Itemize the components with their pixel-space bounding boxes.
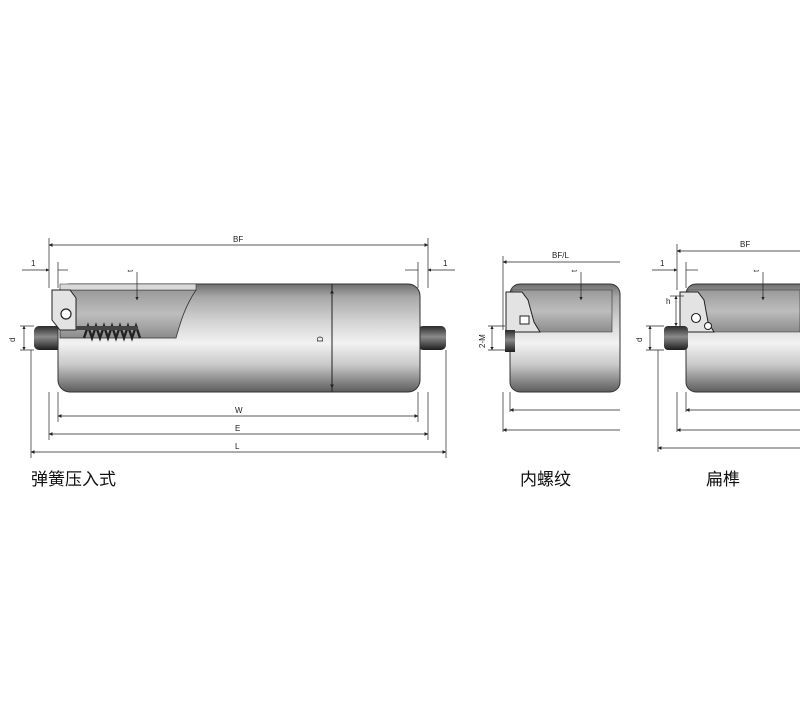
spring-roller-bearing-ball [60, 308, 72, 320]
flat-roller-gap-label: 1 [660, 259, 665, 268]
flat-roller-h-label: h [666, 297, 670, 306]
thread-roller: BF/L t 2-M [478, 251, 621, 432]
spring-roller-inner-shaft [76, 326, 138, 330]
spring-roller-gap-right-label: 1 [443, 259, 448, 268]
thread-roller-BF-label: BF/L [552, 251, 569, 260]
spring-roller-t-label: t [126, 269, 135, 272]
flat-roller-shaft [664, 326, 688, 350]
thread-roller-bearing-ball [519, 315, 530, 325]
caption-internal-thread: 内螺纹 [520, 470, 571, 490]
spring-roller-wall [59, 283, 197, 291]
spring-roller-L-label: L [235, 442, 240, 451]
caption-spring-loaded: 弹簧压入式 [31, 470, 116, 490]
thread-roller-m-label: 2-M [478, 334, 487, 348]
spring-roller-D-label: D [316, 336, 325, 342]
spring-roller-cutaway [59, 289, 197, 339]
spring-roller-d-label: d [8, 338, 17, 342]
spring-roller-shaft-right [418, 326, 446, 350]
flat-roller: BF 1 t h d [635, 240, 800, 452]
flat-roller-t-label: t [752, 269, 761, 272]
flat-roller-bearing-ball [704, 322, 712, 330]
spring-roller-W-label: W [235, 406, 243, 415]
spring-roller-E-label: E [235, 424, 240, 433]
flat-roller-bearing-ball [690, 312, 702, 324]
caption-flat-tenon: 扁榫 [706, 470, 740, 490]
spring-roller: D BF 1 1 t d W E L [8, 235, 455, 458]
thread-roller-shaft [505, 330, 515, 352]
spring-roller-gap-left-label: 1 [31, 259, 36, 268]
flat-roller-BF-label: BF [740, 240, 750, 249]
thread-roller-t-label: t [570, 269, 579, 272]
flat-roller-d-label: d [635, 338, 644, 342]
spring-roller-BF-label: BF [233, 235, 243, 244]
spring-roller-shaft-left [34, 326, 64, 350]
